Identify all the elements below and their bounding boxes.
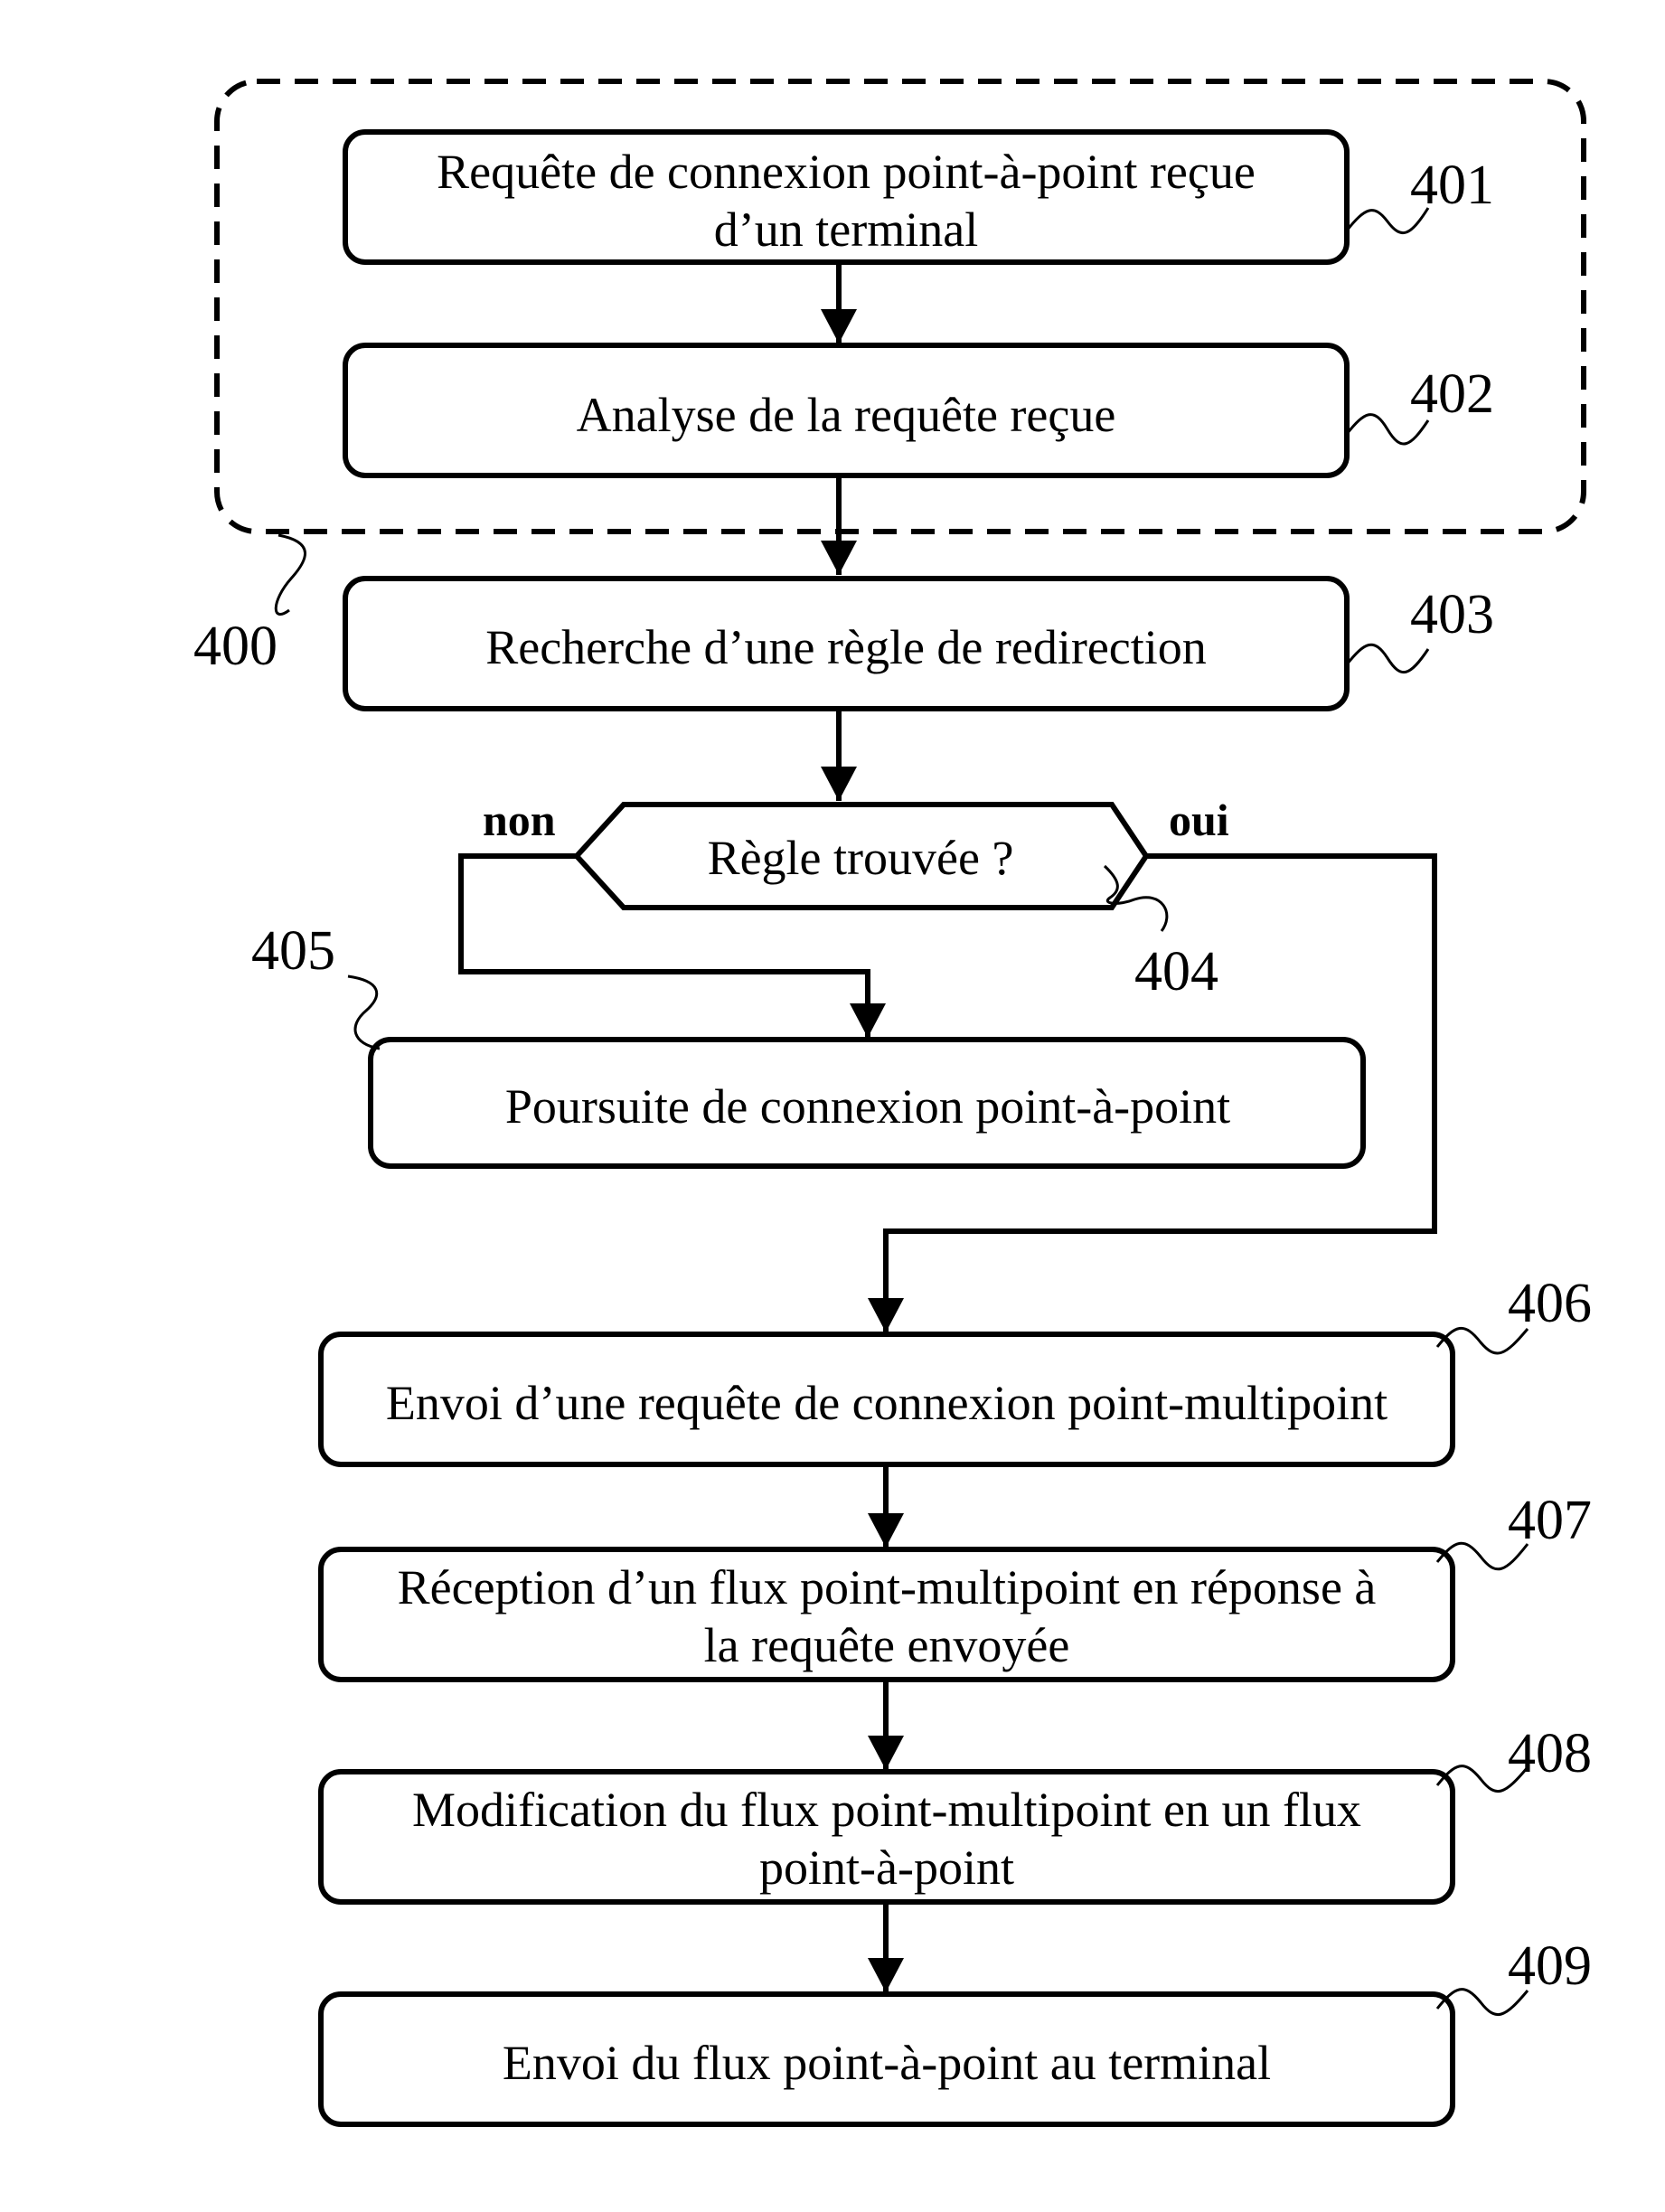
edge-404-406-head xyxy=(868,1298,904,1332)
step-406-line-1: Envoi d’une requête de connexion point-m… xyxy=(386,1376,1388,1430)
step-407-line-2: la requête envoyée xyxy=(704,1618,1070,1672)
step-407-line-1: Réception d’un flux point-multipoint en … xyxy=(398,1560,1377,1614)
step-403-line-1: Recherche d’une règle de redirection xyxy=(485,620,1207,674)
edge-403-404-head xyxy=(821,767,857,801)
step-401: Requête de connexion point-à-point reçue… xyxy=(345,132,1494,262)
edge-406-407-head xyxy=(868,1513,904,1548)
step-405-leader xyxy=(348,976,380,1049)
step-405-line-1: Poursuite de connexion point-à-point xyxy=(505,1079,1230,1134)
step-408: Modification du flux point-multipoint en… xyxy=(321,1723,1592,1902)
step-403: Recherche d’une règle de redirection 403 xyxy=(345,579,1494,709)
step-408-line-2: point-à-point xyxy=(759,1840,1014,1895)
step-406-ref: 406 xyxy=(1508,1273,1592,1334)
branch-no-label: non xyxy=(483,795,556,845)
step-406: Envoi d’une requête de connexion point-m… xyxy=(321,1273,1592,1464)
edge-407-408-head xyxy=(868,1736,904,1770)
step-401-ref: 401 xyxy=(1410,155,1494,216)
step-409-ref: 409 xyxy=(1508,1935,1592,1997)
step-402: Analyse de la requête reçue 402 xyxy=(345,345,1494,475)
step-401-line-2: d’un terminal xyxy=(714,202,978,257)
step-407-ref: 407 xyxy=(1508,1490,1592,1551)
decision-404-question: Règle trouvée ? xyxy=(708,831,1014,885)
edge-402-403-head xyxy=(821,541,857,575)
step-405-ref: 405 xyxy=(251,920,335,982)
edge-404-405-head xyxy=(850,1003,886,1038)
step-401-line-1: Requête de connexion point-à-point reçue xyxy=(437,145,1256,199)
decision-404-ref: 404 xyxy=(1134,941,1218,1002)
edge-408-409-head xyxy=(868,1958,904,1992)
group-400-leader xyxy=(276,535,305,615)
step-402-ref: 402 xyxy=(1410,363,1494,425)
group-400-ref: 400 xyxy=(193,616,278,677)
branch-yes-label: oui xyxy=(1169,795,1229,845)
step-409-line-1: Envoi du flux point-à-point au terminal xyxy=(503,2036,1271,2090)
step-402-line-1: Analyse de la requête reçue xyxy=(577,388,1116,442)
edge-401-402-head xyxy=(821,309,857,344)
step-408-ref: 408 xyxy=(1508,1723,1592,1784)
step-403-ref: 403 xyxy=(1410,584,1494,645)
step-403-leader xyxy=(1347,645,1428,672)
step-408-line-1: Modification du flux point-multipoint en… xyxy=(412,1783,1361,1837)
step-409: Envoi du flux point-à-point au terminal … xyxy=(321,1935,1592,2124)
step-407: Réception d’un flux point-multipoint en … xyxy=(321,1490,1592,1680)
